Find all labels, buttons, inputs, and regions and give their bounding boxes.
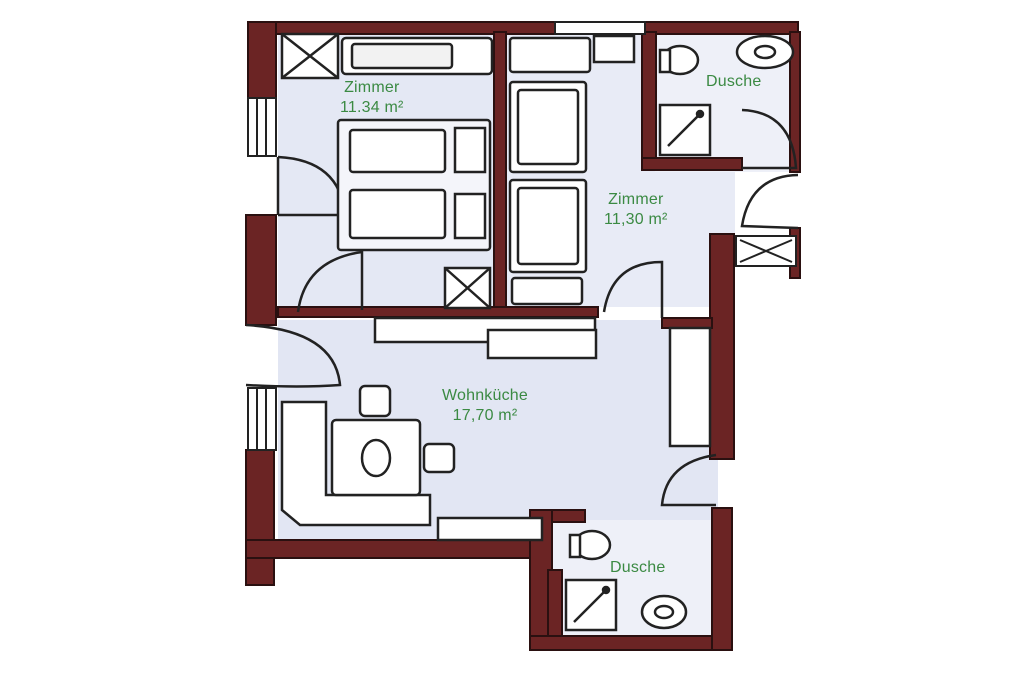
sink-dusche-1: [735, 34, 795, 70]
wall-dusche2-bottom: [529, 635, 733, 651]
plate: [360, 438, 392, 478]
wall-top: [247, 21, 799, 35]
pillow-zimmer-2-b: [516, 186, 580, 266]
room-label-zimmer-1: Zimmer 11.34 m²: [340, 78, 404, 118]
wall-divider-v: [493, 31, 507, 323]
wall-left-upper: [247, 21, 277, 103]
room-label-dusche-1: Dusche: [706, 72, 761, 92]
nightstand-zimmer-1-a: [453, 126, 487, 174]
pillow-zimmer-1-a: [348, 128, 447, 174]
window-top-right: [554, 21, 646, 35]
shelf-zimmer-1: [443, 266, 492, 310]
door-dusche-1: [741, 108, 798, 170]
shower-dusche-1: [658, 103, 712, 157]
wall-divider-h: [277, 306, 599, 318]
counter-wohnkueche-top-right: [486, 328, 598, 360]
window-left-upper: [247, 97, 277, 157]
windows: [247, 21, 797, 451]
wall-left-mid: [245, 214, 277, 326]
room-name: Zimmer: [344, 79, 400, 96]
room-label-wohnkueche: Wohnküche 17,70 m²: [442, 386, 528, 426]
bench-zimmer-2: [510, 276, 584, 306]
kitchen-counter-left: [280, 400, 432, 527]
door-dusche-2: [660, 453, 717, 507]
shelf-zimmer-2: [592, 34, 636, 64]
door-right-exterior: [740, 173, 799, 230]
room-name: Wohnküche: [442, 387, 529, 404]
room-label-zimmer-2: Zimmer 11,30 m²: [604, 190, 668, 230]
room-area: 11,30 m²: [604, 211, 668, 228]
window-left-lower: [247, 387, 277, 451]
toilet-dusche-2: [568, 529, 612, 561]
wall-dusche2-inner: [547, 569, 563, 637]
furniture: [280, 32, 795, 632]
wall-dusche1-bottom: [641, 157, 743, 171]
room-name: Zimmer: [608, 191, 664, 208]
room-name: Dusche: [610, 559, 666, 576]
desk-zimmer-2: [508, 36, 592, 74]
wall-right-upper: [789, 31, 801, 173]
nightstand-zimmer-1-b: [453, 192, 487, 240]
walls: [245, 21, 801, 651]
wall-left-lower: [245, 449, 275, 586]
room-name: Dusche: [706, 73, 762, 90]
pillow-zimmer-1-b: [348, 188, 447, 240]
chair-top: [358, 384, 392, 418]
door-zimmer-1-inner: [296, 250, 364, 313]
sink-dusche-2: [640, 594, 688, 630]
chair-right: [422, 442, 456, 474]
desk-tray-zimmer-1: [350, 42, 454, 70]
shower-dusche-2: [564, 578, 618, 632]
toilet-dusche-1: [658, 44, 700, 76]
pillow-zimmer-2-a: [516, 88, 580, 166]
door-zimmer-2: [602, 260, 664, 318]
wardrobe-zimmer-1: [280, 32, 340, 80]
doors: [245, 108, 799, 507]
wall-right-column: [709, 233, 735, 460]
closet-wohnkueche: [668, 326, 712, 448]
room-area: 17,70 m²: [452, 407, 518, 424]
wall-bottom: [245, 539, 547, 559]
door-entry-left: [245, 323, 342, 388]
bench-wohnkueche: [436, 516, 544, 542]
room-label-dusche-2: Dusche: [610, 558, 665, 578]
wall-dusche2-right: [711, 507, 733, 651]
room-area: 11.34 m²: [340, 99, 404, 116]
wall-dusche1-left: [641, 31, 657, 168]
wall-closet-top: [661, 317, 713, 329]
window-right: [735, 235, 797, 267]
